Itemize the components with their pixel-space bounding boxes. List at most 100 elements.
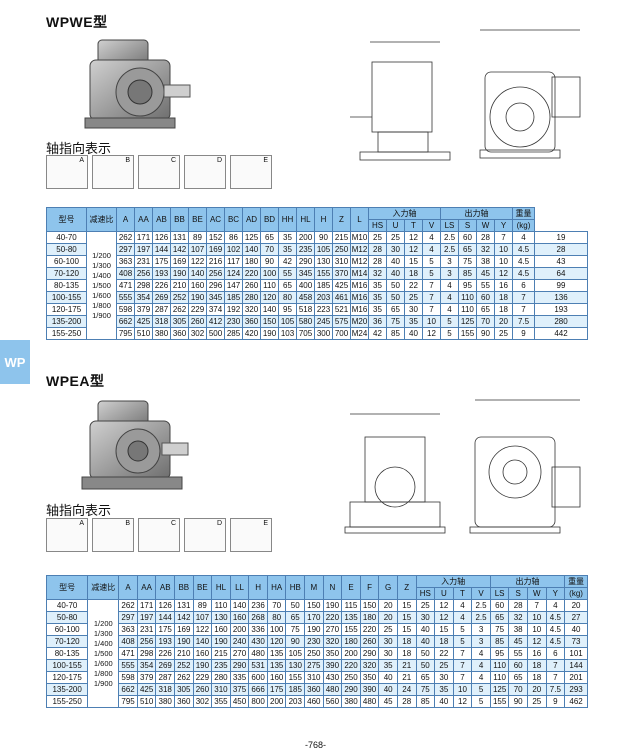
- table-cell: 12: [526, 635, 547, 648]
- table-cell: 45: [508, 635, 528, 648]
- table-cell: 9: [545, 695, 566, 708]
- table-cell: 223: [314, 303, 333, 316]
- table-cell: 25: [404, 291, 423, 304]
- table-cell: 197: [136, 611, 157, 624]
- axis-label-wpwe: 轴指向表示: [46, 141, 112, 156]
- axis-label-wpea: 轴指向表示: [46, 503, 112, 518]
- table-cell: 30: [415, 611, 436, 624]
- table-cell: 131: [174, 599, 194, 612]
- table-cell: 262: [116, 231, 135, 244]
- table-cell: 38: [476, 255, 495, 268]
- table-cell: 75: [458, 255, 477, 268]
- table-cell: 555: [116, 291, 135, 304]
- table-cell: 500: [206, 327, 225, 340]
- table-cell: 256: [136, 635, 157, 648]
- table-cell: 4: [422, 231, 441, 244]
- axis-diagram-b: B: [92, 155, 134, 189]
- table-cell: 32: [368, 267, 387, 280]
- table-cell: 190: [174, 635, 194, 648]
- table-cell: 25: [368, 231, 387, 244]
- table-cell: 521: [332, 303, 351, 316]
- table-cell: 450: [229, 695, 250, 708]
- table-cell: 99: [534, 279, 588, 292]
- table-cell: 140: [242, 243, 261, 256]
- table-cell: 28: [368, 243, 387, 256]
- axis-diagram-c: C: [138, 518, 180, 552]
- table-cell: 130: [211, 611, 231, 624]
- table-cell: 12: [404, 243, 423, 256]
- table-cell: 20: [526, 683, 547, 696]
- table-cell: 65: [508, 671, 528, 684]
- table-cell: 28: [534, 243, 588, 256]
- column-header: HB: [285, 575, 306, 600]
- axis-diagram-c: C: [138, 155, 180, 189]
- table-cell: 580: [296, 315, 315, 328]
- table-cell: 110: [211, 599, 231, 612]
- table-cell: 4: [440, 303, 459, 316]
- table-cell: 131: [170, 231, 189, 244]
- column-header: AB: [155, 575, 175, 600]
- table-cell: 5: [452, 635, 473, 648]
- table-cell: 169: [206, 243, 225, 256]
- column-header: L: [350, 207, 369, 232]
- table-cell: 379: [134, 303, 153, 316]
- table-cell: 60: [476, 291, 495, 304]
- table-cell: 260: [242, 279, 261, 292]
- column-subheader: V: [422, 219, 441, 232]
- table-cell: 124: [224, 267, 243, 280]
- table-cell: 230: [224, 315, 243, 328]
- table-cell: 75: [285, 623, 306, 636]
- table-cell: 3: [440, 267, 459, 280]
- table-cell: 55: [278, 267, 297, 280]
- column-header: HL: [296, 207, 315, 232]
- table-cell: 171: [134, 231, 153, 244]
- table-cell: 705: [296, 327, 315, 340]
- table-cell: 4.5: [545, 611, 566, 624]
- table-cell: 336: [248, 623, 268, 636]
- input-shaft-header: 入力轴: [415, 575, 491, 588]
- table-cell: 442: [534, 327, 588, 340]
- table-cell: 250: [304, 647, 324, 660]
- table-cell: 40: [415, 623, 436, 636]
- table-cell: 38: [508, 623, 528, 636]
- table-cell: 60-100: [46, 255, 87, 268]
- table-cell: 270: [229, 647, 250, 660]
- table-cell: 260: [188, 315, 207, 328]
- table-cell: 662: [116, 315, 135, 328]
- table-cell: 185: [224, 291, 243, 304]
- table-cell: 598: [118, 671, 138, 684]
- table-cell: 229: [188, 303, 207, 316]
- table-cell: 4: [471, 647, 491, 660]
- table-cell: 40: [378, 683, 398, 696]
- table-cell: 7: [422, 303, 441, 316]
- table-cell: 560: [322, 695, 343, 708]
- table-cell: 252: [174, 659, 194, 672]
- table-cell: 117: [224, 255, 243, 268]
- table-cell: 15: [396, 599, 417, 612]
- table-cell: 40: [564, 623, 588, 636]
- table-cell: 169: [170, 255, 189, 268]
- table-cell: 10: [526, 611, 547, 624]
- table-cell: 531: [248, 659, 268, 672]
- table-cell: 180: [341, 635, 361, 648]
- column-header: BE: [192, 575, 213, 600]
- table-cell: 231: [134, 255, 153, 268]
- table-cell: 70-120: [45, 635, 89, 648]
- table-cell: 598: [116, 303, 135, 316]
- table-cell: 120: [266, 635, 287, 648]
- table-cell: 5: [422, 267, 441, 280]
- column-subheader: W: [476, 219, 495, 232]
- table-cell: 18: [434, 635, 454, 648]
- table-cell: 86: [224, 231, 243, 244]
- table-cell: 105: [314, 243, 333, 256]
- table-cell: 360: [170, 327, 189, 340]
- table-cell: 50: [415, 647, 436, 660]
- table-cell: 100-155: [46, 291, 87, 304]
- table-cell: 10: [494, 255, 513, 268]
- table-cell: 302: [192, 695, 213, 708]
